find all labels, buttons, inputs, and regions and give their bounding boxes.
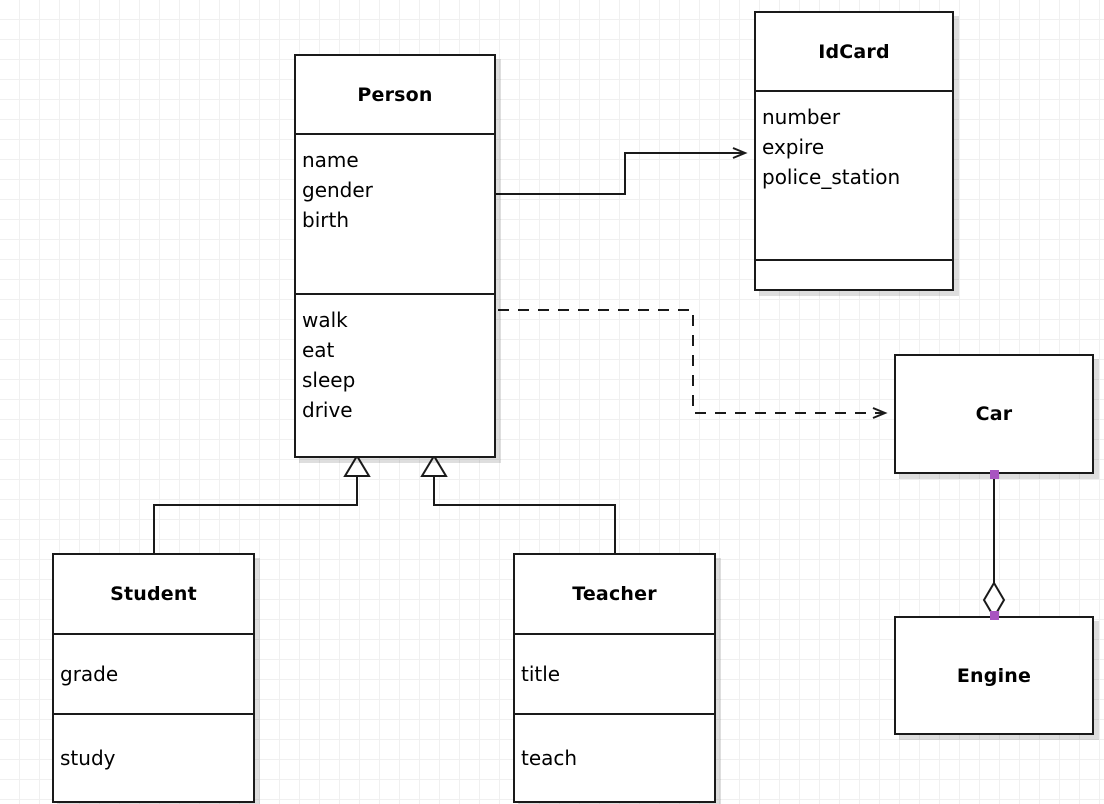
teacher-name-compartment: Teacher <box>515 555 714 633</box>
teacher-attribute: title <box>521 662 561 686</box>
person-methods-compartment: walk eat sleep drive <box>296 293 494 456</box>
person-attribute: birth <box>302 208 349 232</box>
teacher-class-name: Teacher <box>572 583 657 605</box>
idcard-name-compartment: IdCard <box>756 13 952 90</box>
idcard-methods-compartment <box>756 259 952 289</box>
person-method: walk <box>302 308 348 332</box>
idcard-attribute: number <box>762 105 841 129</box>
person-method: eat <box>302 338 335 362</box>
dependency-person-car <box>498 309 888 419</box>
person-attributes-compartment: name gender birth <box>296 133 494 293</box>
uml-class-person[interactable]: Person name gender birth walk eat sleep … <box>294 54 496 458</box>
idcard-class-name: IdCard <box>818 40 890 63</box>
person-attribute: name <box>302 148 359 172</box>
engine-name-compartment: Engine <box>896 618 1092 733</box>
person-name-compartment: Person <box>296 56 494 133</box>
student-name-compartment: Student <box>54 555 253 633</box>
uml-class-teacher[interactable]: Teacher title teach <box>513 553 716 803</box>
student-attributes-compartment: grade <box>54 633 253 713</box>
student-methods-compartment: study <box>54 713 253 801</box>
teacher-methods-compartment: teach <box>515 713 714 801</box>
car-name-compartment: Car <box>896 356 1092 472</box>
teacher-attributes-compartment: title <box>515 633 714 713</box>
uml-class-engine[interactable]: Engine <box>894 616 1094 735</box>
aggregation-car-engine <box>982 476 1006 619</box>
uml-class-student[interactable]: Student grade study <box>52 553 255 803</box>
association-person-idcard <box>496 147 748 195</box>
person-method: drive <box>302 398 353 422</box>
generalization-student-person <box>153 454 371 557</box>
uml-class-car[interactable]: Car <box>894 354 1094 474</box>
person-class-name: Person <box>357 83 433 106</box>
student-attribute: grade <box>60 662 119 686</box>
person-attribute: gender <box>302 178 373 202</box>
idcard-attribute: police_station <box>762 165 901 189</box>
generalization-teacher-person <box>420 454 616 557</box>
connector-endpoint-engine <box>990 611 999 620</box>
student-class-name: Student <box>110 583 197 605</box>
car-class-name: Car <box>975 403 1013 425</box>
connector-endpoint-car <box>990 470 999 479</box>
uml-class-idcard[interactable]: IdCard number expire police_station <box>754 11 954 291</box>
teacher-method: teach <box>521 746 578 770</box>
engine-class-name: Engine <box>956 664 1032 687</box>
student-method: study <box>60 746 116 770</box>
idcard-attributes-compartment: number expire police_station <box>756 90 952 259</box>
person-method: sleep <box>302 368 356 392</box>
idcard-attribute: expire <box>762 135 825 159</box>
